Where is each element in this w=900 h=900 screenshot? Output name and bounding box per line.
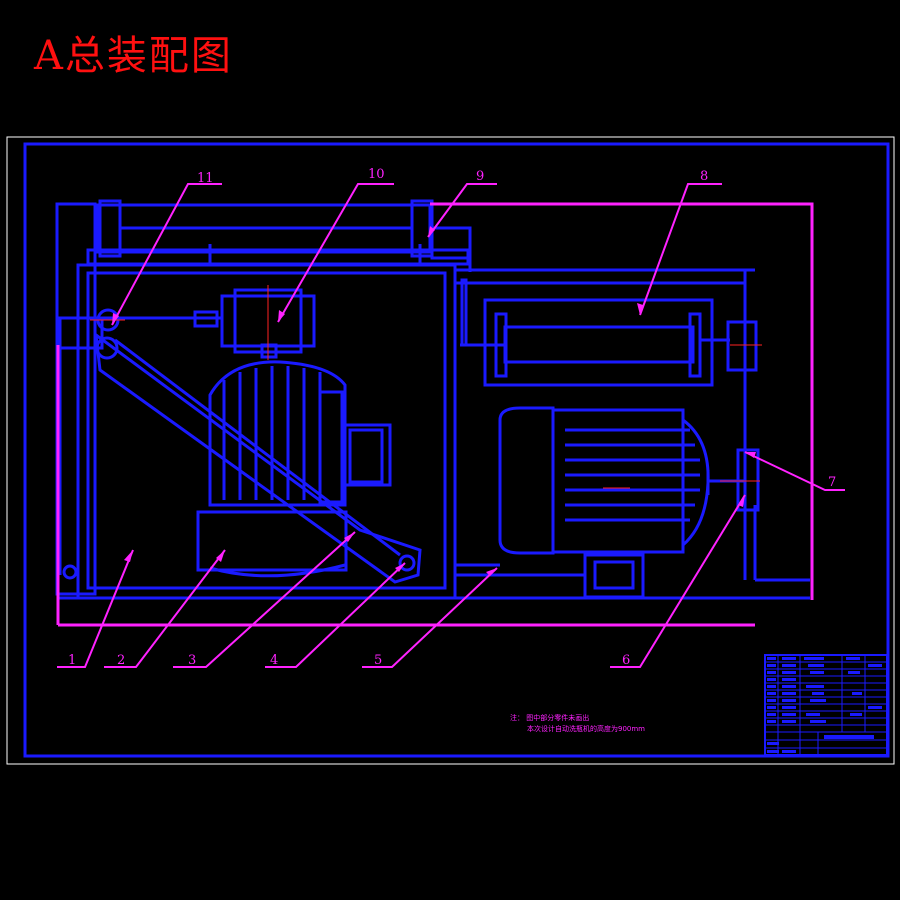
feed-roller-frame	[483, 298, 714, 387]
sheet-outer-frame	[6, 136, 895, 765]
title-block-marks	[767, 657, 882, 753]
right-motor	[498, 406, 745, 599]
callout-9: 9	[476, 169, 484, 184]
callout-4: 4	[270, 653, 278, 668]
callout-5: 5	[374, 653, 382, 668]
callout-7: 7	[828, 475, 836, 490]
callout-2: 2	[117, 653, 125, 668]
feed-roller	[503, 325, 695, 364]
callout-arrowheads	[112, 226, 756, 576]
title-block	[764, 654, 888, 756]
callout-3: 3	[188, 653, 196, 668]
sheet-border	[23, 142, 890, 758]
callout-leaders	[57, 183, 845, 668]
callout-1: 1	[68, 653, 76, 668]
page-title: A总装配图	[34, 33, 233, 79]
note-line-1: 注： 图中部分零件未画出	[510, 713, 589, 722]
callout-6: 6	[622, 653, 630, 668]
machine-drawing	[55, 199, 810, 627]
center-marks	[90, 285, 762, 489]
magenta-outline	[56, 202, 814, 627]
callout-10: 10	[368, 167, 385, 182]
callout-11: 11	[197, 171, 214, 186]
note-line-2: 本次设计自动洗瓶机的高度为900mm	[527, 724, 645, 733]
callout-8: 8	[700, 169, 708, 184]
left-motor	[208, 360, 347, 507]
inclined-belt	[94, 331, 422, 584]
main-housing	[86, 271, 447, 590]
